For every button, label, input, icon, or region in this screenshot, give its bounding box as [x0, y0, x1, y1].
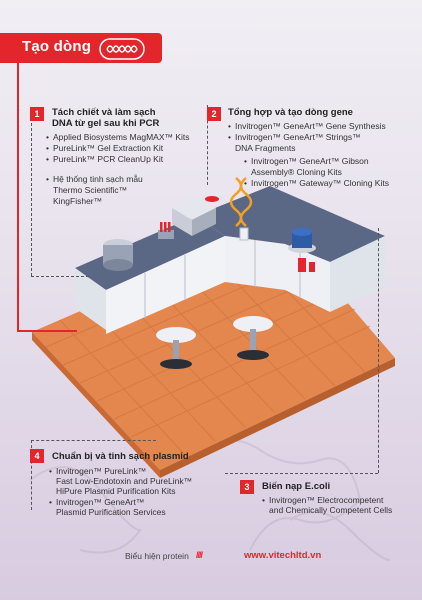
- test-tube-rack: [158, 222, 174, 239]
- leader-line: [17, 63, 19, 331]
- section-1-sub-item: Hệ thống tinh sạch mẫu: [46, 174, 143, 185]
- header-bar: [0, 33, 162, 63]
- magnetic-extractor-instrument: [103, 239, 133, 271]
- section-2-sub-item: Invitrogen™ GeneArt™ Gibson: [244, 156, 369, 167]
- section-4-item-cont: Plasmid Purification Services: [56, 507, 166, 517]
- flask-bottle: [298, 258, 315, 272]
- section-2-sub-item: Invitrogen™ Gateway™ Cloning Kits: [244, 178, 389, 189]
- footer-label: Biểu hiện protein: [125, 551, 189, 561]
- section-2-sub-item-cont: Assembly® Cloning Kits: [251, 167, 342, 177]
- section-1-item: PureLink™ Gel Extraction Kit: [46, 143, 163, 154]
- section-1-sub-item-cont: KingFisher™: [53, 196, 103, 206]
- dna-helix-icon: [229, 177, 253, 227]
- pcr-instrument: [172, 197, 216, 236]
- section-4-item-cont: HiPure Plasmid Purification Kits: [56, 486, 176, 496]
- section-2-item: Invitrogen™ GeneArt™ Gene Synthesis: [228, 121, 386, 132]
- section-3-item-cont: and Chemically Competent Cells: [269, 505, 393, 515]
- dna-badge-icon: [99, 38, 145, 60]
- section-4-item-cont: Fast Low-Endotoxin and PureLink™: [56, 476, 193, 486]
- footer-link[interactable]: www.vitechltd.vn: [244, 550, 322, 561]
- lab-counter-left: [75, 216, 225, 290]
- section-2-badge: 2: [207, 107, 221, 121]
- page-title: Tạo dòng: [22, 38, 92, 55]
- section-3-badge: 3: [240, 480, 254, 494]
- lab-stool-left: [156, 327, 196, 369]
- section-2-title: Tổng hợp và tạo dòng gene: [228, 107, 353, 118]
- section-3-item: Invitrogen™ Electrocompetent: [262, 495, 383, 506]
- section-4-item: Invitrogen™ PureLink™: [49, 466, 146, 477]
- section-1-sub-item-cont: Thermo Scientific™: [53, 185, 128, 195]
- section-4-title: Chuẩn bị và tinh sạch plasmid: [52, 451, 189, 462]
- section-4-item: Invitrogen™ GeneArt™: [49, 497, 144, 508]
- section-4-badge: 4: [30, 449, 44, 463]
- beaker-icon: [239, 227, 249, 241]
- section-1-item: Applied Biosystems MagMAX™ Kits: [46, 132, 190, 143]
- lab-stool-right: [233, 316, 273, 360]
- section-1-title-line1: Tách chiết và làm sạch: [52, 107, 156, 118]
- section-2-item-cont: DNA Fragments: [235, 143, 296, 153]
- section-1-title-line2: DNA từ gel sau khi PCR: [52, 118, 160, 129]
- petri-dish: [205, 196, 219, 202]
- section-2-item: Invitrogen™ GeneArt™ Strings™: [228, 132, 361, 143]
- section-3-title: Biến nạp E.coli: [262, 481, 331, 492]
- lab-counter-right: [195, 186, 385, 262]
- centrifuge-instrument: [288, 228, 316, 253]
- section-1-item: PureLink™ PCR CleanUp Kit: [46, 154, 163, 165]
- section-1-badge: 1: [30, 107, 44, 121]
- footer-slashes: ////: [196, 550, 203, 560]
